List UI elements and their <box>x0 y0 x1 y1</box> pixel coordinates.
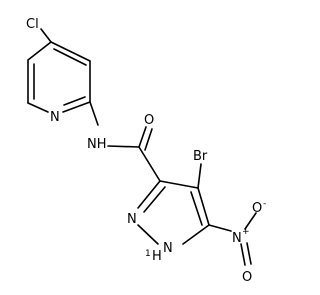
bond-pz-4 <box>182 224 210 245</box>
atom-labels: Cl N NH O Br N 1 H N N + O - O <box>26 17 266 285</box>
atom-o-nitro-bottom: O <box>242 270 252 285</box>
atom-nh-amide: NH <box>87 137 107 152</box>
bond-c-n-nitro <box>208 224 232 232</box>
bond-nh-c <box>107 145 140 148</box>
bond-pz-3-double <box>190 191 203 226</box>
atom-o-carbonyl: O <box>144 113 154 128</box>
bond-ring-5 <box>62 101 91 113</box>
bond-pz-5 <box>137 224 159 245</box>
bond-n-o-bottom <box>240 243 246 266</box>
bond-c-o-double <box>144 128 153 151</box>
atom-n-pyridine: N <box>50 110 60 125</box>
bond-n-o-bottom-double <box>246 242 252 265</box>
structure-diagram: Cl N NH O Br N 1 H N N + O - O <box>26 17 266 285</box>
atom-nh-pyrazole-num: 1 <box>145 249 151 259</box>
bond-cl-c <box>40 28 52 43</box>
bond-pz-2-double <box>143 186 166 213</box>
atom-n-nitro: N <box>232 231 242 246</box>
bond-pz-2 <box>137 180 161 209</box>
bond-ring-2-double <box>53 48 87 66</box>
bond-ring-5-double <box>63 96 86 106</box>
bond-c-nh <box>89 101 99 126</box>
bond-ring-2 <box>50 41 91 62</box>
bond-ring-1 <box>27 41 52 61</box>
atom-br: Br <box>193 149 208 164</box>
atom-cl: Cl <box>26 17 39 32</box>
bonds <box>27 28 257 266</box>
bond-pz-1 <box>159 180 199 189</box>
bond-c-br <box>197 163 202 189</box>
bond-pz-3 <box>197 187 210 226</box>
atom-n-nitro-charge: + <box>242 227 250 237</box>
atom-o-nitro-top: O <box>252 201 262 216</box>
bond-n-o-top <box>244 212 257 230</box>
atom-nh-pyrazole-h: H <box>152 249 162 264</box>
bond-c-o <box>138 126 147 148</box>
atom-n-pyrazole: N <box>127 212 137 227</box>
bond-ring-4 <box>27 102 49 113</box>
bond-c-c <box>138 146 161 182</box>
atom-o-nitro-top-charge: - <box>263 199 266 209</box>
atom-nh-pyrazole: N <box>163 241 173 256</box>
